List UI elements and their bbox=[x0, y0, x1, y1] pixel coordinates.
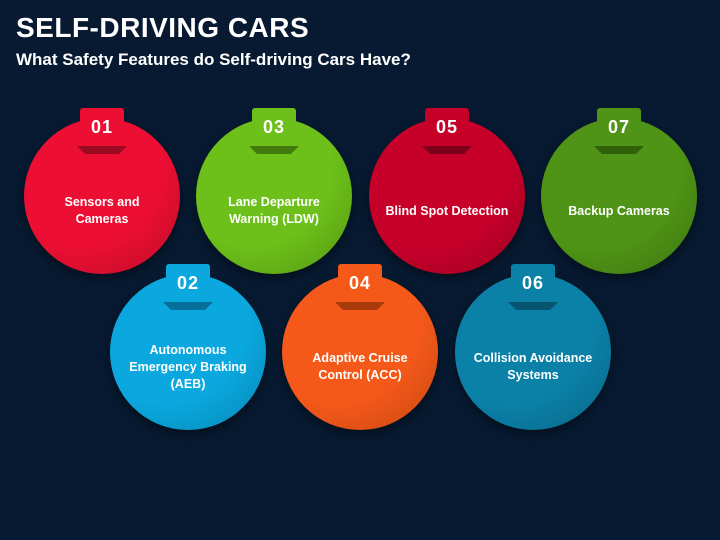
number-tab: 06 bbox=[508, 264, 558, 310]
feature-collision-avoidance-systems: 06 Collision Avoidance Systems bbox=[455, 264, 611, 430]
tab-shape bbox=[335, 264, 385, 310]
number-tab: 04 bbox=[335, 264, 385, 310]
number-tab: 02 bbox=[163, 264, 213, 310]
tab-shape bbox=[249, 108, 299, 154]
feature-label: Backup Cameras bbox=[568, 203, 670, 218]
feature-label: Lane Departure Warning (LDW) bbox=[228, 195, 320, 226]
feature-lane-departure-warning: 03 Lane Departure Warning (LDW) bbox=[196, 108, 352, 274]
number-tab: 07 bbox=[594, 108, 644, 154]
tab-shape bbox=[508, 264, 558, 310]
tab-shape bbox=[77, 108, 127, 154]
feature-adaptive-cruise-control: 04 Adaptive Cruise Control (ACC) bbox=[282, 264, 438, 430]
feature-label: Blind Spot Detection bbox=[385, 203, 509, 218]
feature-number: 03 bbox=[262, 116, 286, 137]
feature-sensors-and-cameras: 01 Sensors and Cameras bbox=[24, 108, 180, 274]
feature-autonomous-emergency-braking: 02 Autonomous Emergency Braking (AEB) bbox=[110, 264, 266, 430]
feature-backup-cameras: 07 Backup Cameras bbox=[541, 108, 697, 274]
feature-label: Adaptive Cruise Control (ACC) bbox=[312, 351, 408, 382]
feature-label: Collision Avoidance Systems bbox=[473, 351, 593, 382]
feature-number: 02 bbox=[176, 272, 200, 293]
feature-number: 04 bbox=[348, 272, 372, 293]
tab-shape bbox=[594, 108, 644, 154]
tab-shape bbox=[163, 264, 213, 310]
feature-label: Autonomous Emergency Braking (AEB) bbox=[129, 342, 247, 391]
feature-number: 06 bbox=[521, 272, 545, 293]
page-subtitle: What Safety Features do Self-driving Car… bbox=[16, 50, 411, 69]
number-tab: 05 bbox=[422, 108, 472, 154]
feature-blind-spot-detection: 05 Blind Spot Detection bbox=[369, 108, 525, 274]
feature-number: 07 bbox=[607, 116, 631, 137]
number-tab: 03 bbox=[249, 108, 299, 154]
feature-label: Sensors and Cameras bbox=[64, 195, 140, 226]
number-tab: 01 bbox=[77, 108, 127, 154]
feature-number: 01 bbox=[90, 116, 114, 137]
feature-number: 05 bbox=[435, 116, 459, 137]
tab-shape bbox=[422, 108, 472, 154]
page-title: SELF-DRIVING CARS bbox=[16, 12, 310, 43]
